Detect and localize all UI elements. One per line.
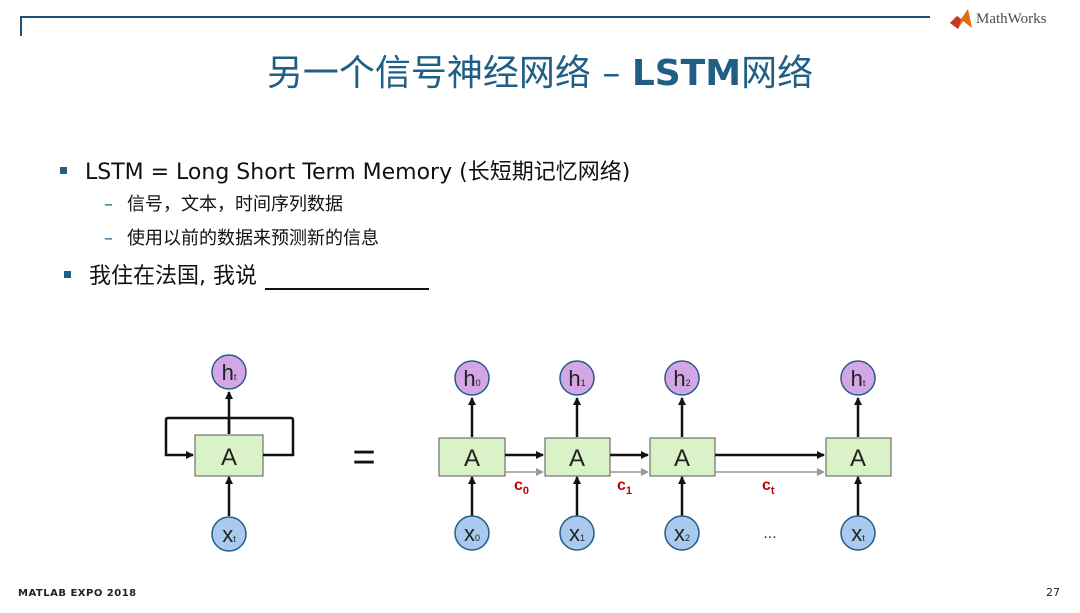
logo-text: MathWorks (976, 10, 1047, 27)
h-node (840, 360, 876, 396)
cell-label: A (464, 445, 480, 472)
x-label: xt (222, 522, 236, 547)
page-number: 27 (1046, 586, 1060, 599)
bullet-example: 我住在法国, 我说 (64, 258, 429, 290)
h-node (211, 354, 247, 390)
cell-label: A (221, 444, 237, 471)
h-label: h0 (463, 366, 480, 391)
unrolled-cell-1: h1 A x1 (544, 360, 611, 551)
fill-in-blank (265, 266, 429, 290)
mathworks-logo: MathWorks (948, 6, 1073, 32)
x-label: x2 (674, 521, 690, 546)
x-node (211, 516, 247, 552)
recurrent-loop-right (229, 416, 295, 457)
slide-title: 另一个信号神经网络 – LSTM网络 (0, 44, 1080, 96)
recurrent-loop-left (164, 416, 231, 459)
x-label: x1 (569, 521, 585, 546)
cell-a (194, 434, 264, 477)
title-bold: LSTM (631, 53, 742, 94)
dash-marker: – (104, 194, 113, 215)
cell-a (544, 437, 611, 477)
cell-a (825, 437, 892, 477)
bullet-text: LSTM = Long Short Term Memory (长短期记忆网络) (85, 160, 631, 185)
h-node (454, 360, 490, 396)
unrolled-cell-0: h0 A x0 (438, 360, 506, 551)
h-node (664, 360, 700, 396)
h-label: h2 (673, 366, 690, 391)
cell-label: A (674, 445, 690, 472)
sub-bullet-2: –使用以前的数据来预测新的信息 (104, 224, 379, 250)
sub-bullet-1: –信号，文本，时间序列数据 (104, 190, 343, 216)
x-label: x0 (464, 521, 480, 546)
bullet-text: 我住在法国, 我说 (89, 264, 257, 289)
title-main: 另一个信号神经网络 – (266, 53, 632, 94)
dash-marker: – (104, 228, 113, 249)
x-node (454, 515, 490, 551)
bullet-marker (60, 166, 67, 174)
cell-a (649, 437, 716, 477)
folded-lstm: ht A xt (164, 354, 295, 552)
mathworks-membrane-icon (950, 9, 972, 29)
top-rule (20, 16, 930, 18)
x-node (840, 515, 876, 551)
c1-label: c1 (617, 477, 632, 497)
x-node (559, 515, 595, 551)
sub-bullet-text: 信号，文本，时间序列数据 (127, 194, 343, 215)
h-node (559, 360, 595, 396)
h-label: h1 (568, 366, 585, 391)
h-label: ht (222, 360, 237, 385)
bullet-lstm: LSTM = Long Short Term Memory (长短期记忆网络) (60, 154, 630, 186)
ct-label: ct (762, 477, 775, 497)
cell-label: A (569, 445, 585, 472)
equals-sign: = (352, 435, 375, 479)
title-tail: 网络 (741, 53, 814, 94)
bullet-marker (64, 270, 71, 278)
h-label: ht (851, 366, 866, 391)
sub-bullet-text: 使用以前的数据来预测新的信息 (127, 228, 379, 249)
unrolled-cell-t: ht A xt (825, 360, 892, 551)
unrolled-cell-2: h2 A x2 (649, 360, 716, 551)
x-node (664, 515, 700, 551)
footer-expo: MATLAB EXPO 2018 (18, 588, 137, 599)
ellipsis: ... (763, 525, 776, 542)
cell-a (438, 437, 506, 477)
cell-label: A (850, 445, 866, 472)
top-rule-tick (20, 16, 22, 36)
x-label: xt (851, 521, 865, 546)
c0-label: c0 (514, 477, 529, 497)
